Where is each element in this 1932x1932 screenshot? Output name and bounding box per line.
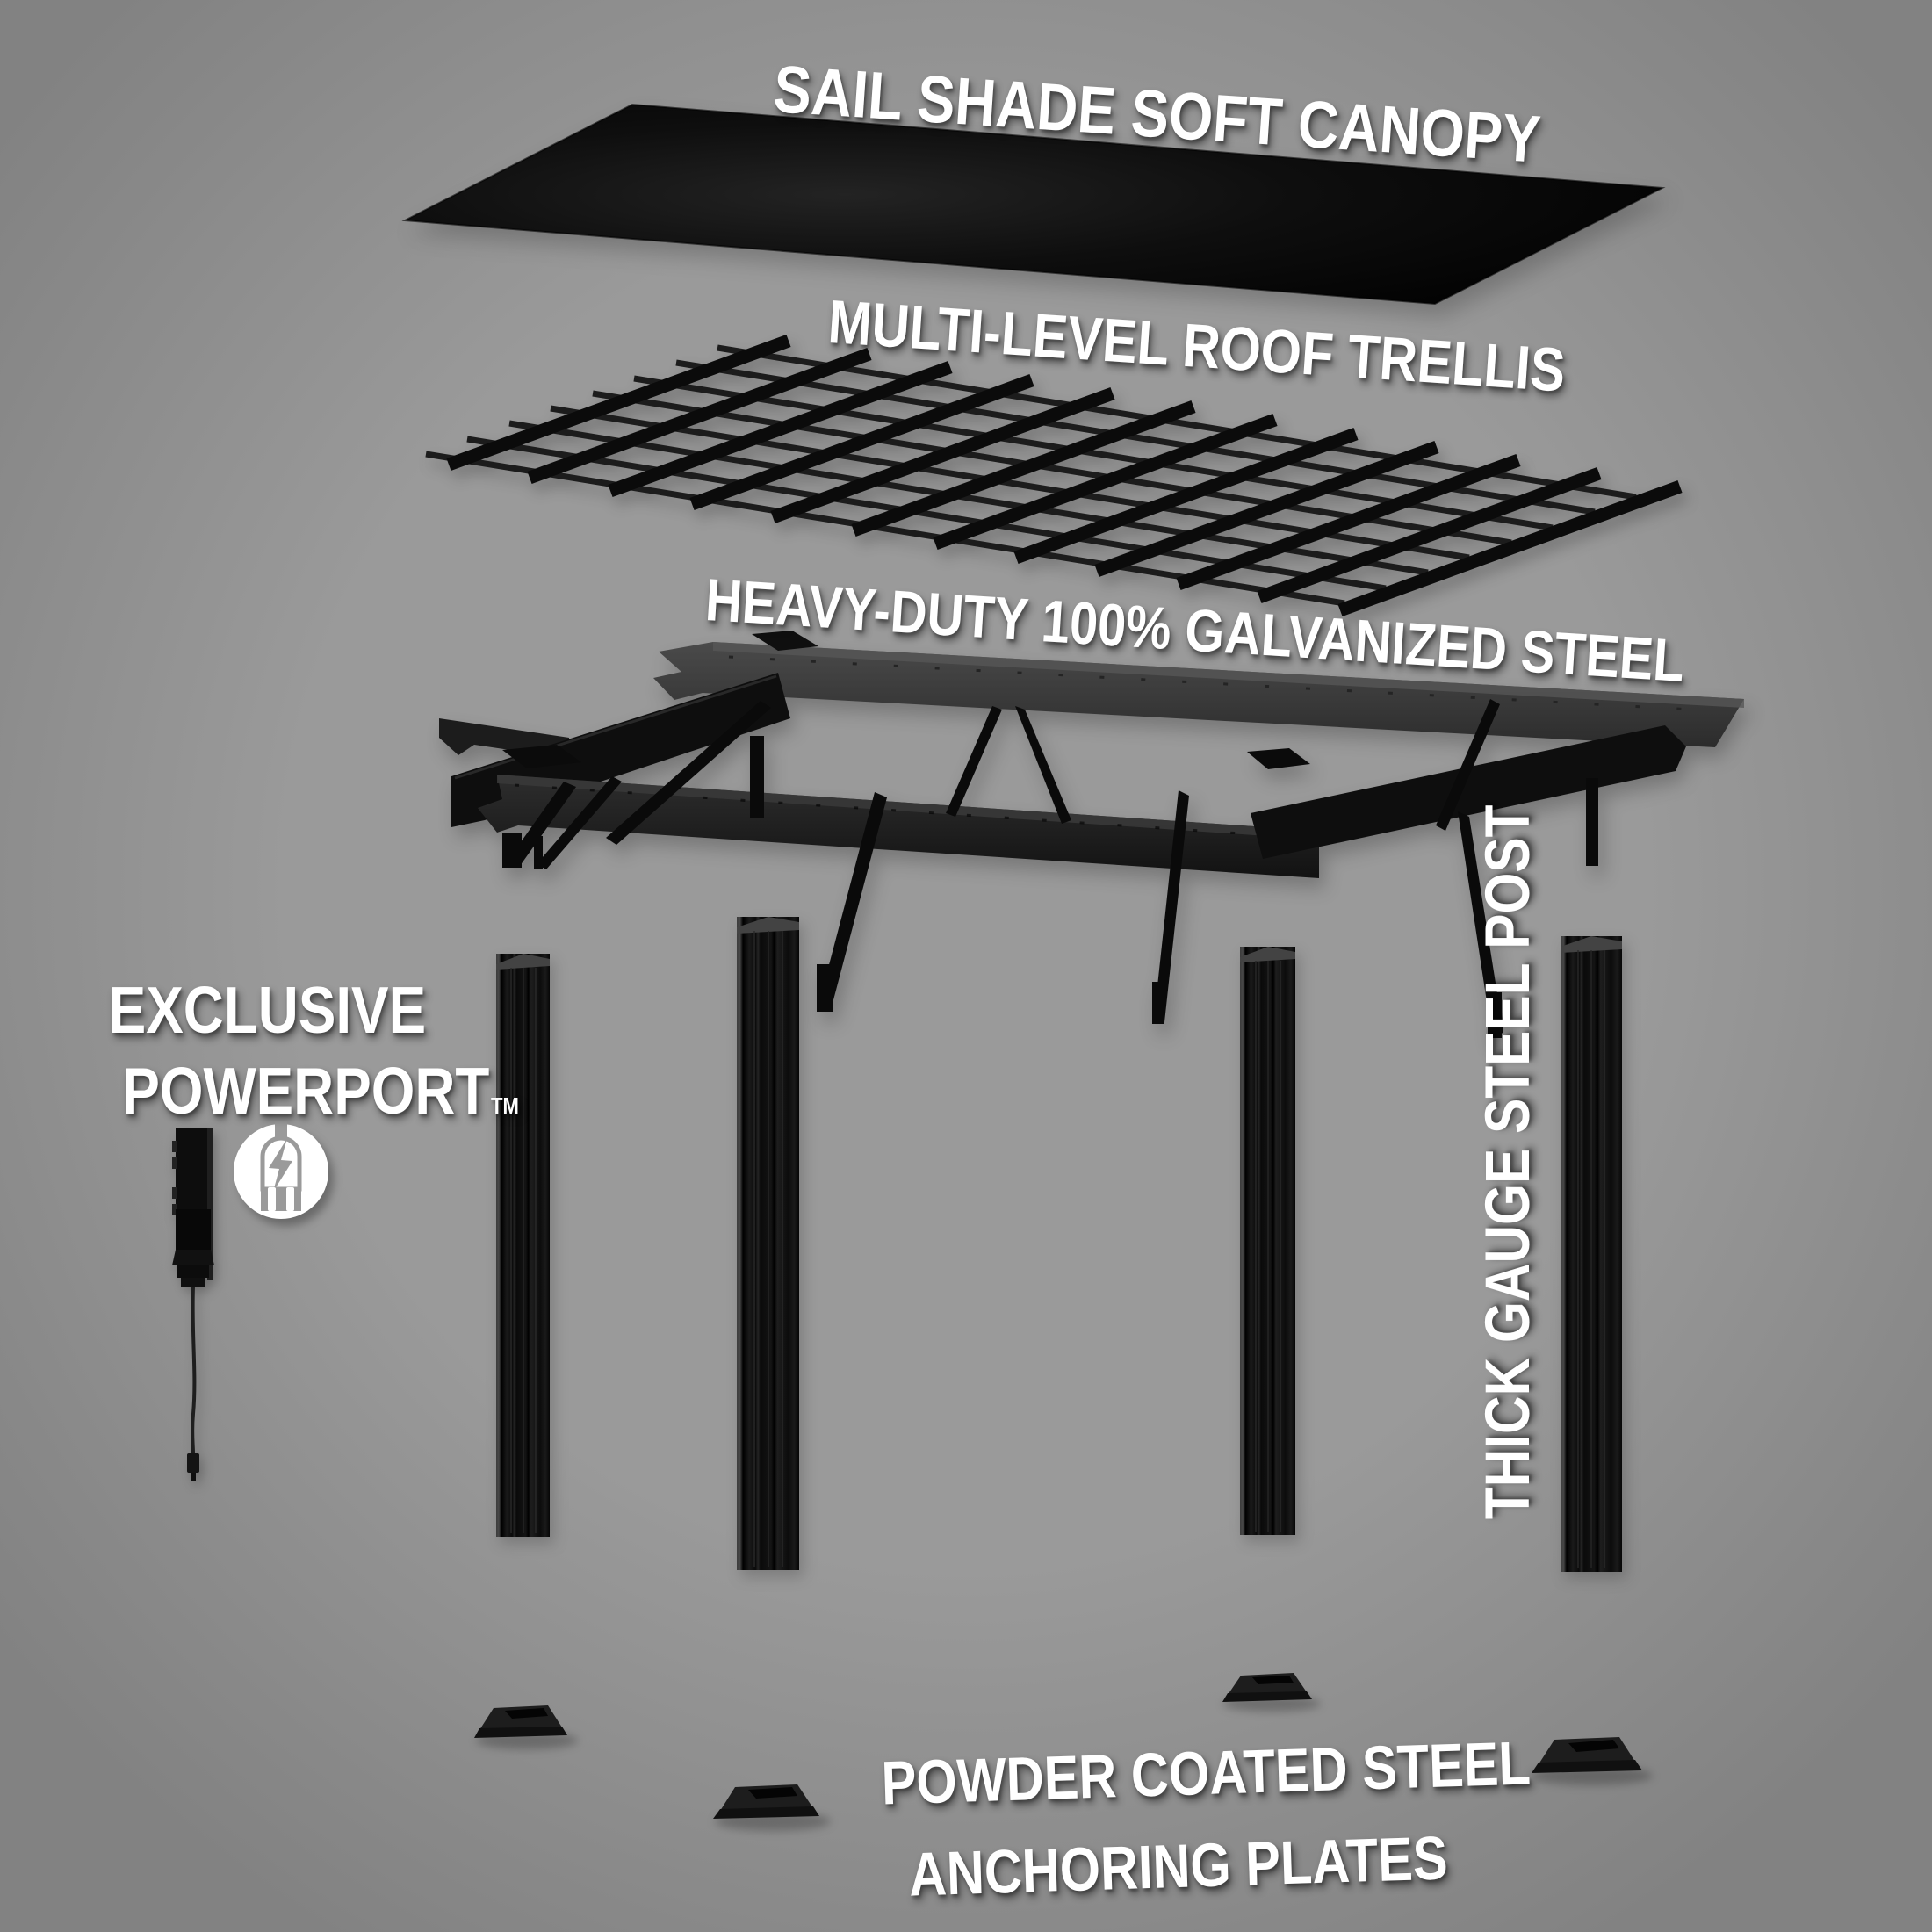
powerport-device: [172, 1128, 214, 1481]
back-beam: [653, 642, 1744, 747]
trellis-blades: [446, 334, 1683, 617]
front-beam: [478, 775, 1319, 878]
anchoring-plate-rear-right: [1222, 1673, 1312, 1702]
powerport-label-line2: POWERPORTTM: [122, 1054, 519, 1128]
knee-braces: [502, 699, 1598, 1038]
power-plug-lightning-icon: [234, 1121, 334, 1226]
steel-post-rear-right: [1240, 947, 1295, 1535]
steel-post-rear-left: [496, 954, 550, 1537]
steel-post-label-text: THICK GAUGE STEEL POST: [1474, 804, 1543, 1520]
anchoring-plate-front-right: [1532, 1737, 1642, 1773]
steel-post-label: THICK GAUGE STEEL POST: [1474, 805, 1543, 1582]
steel-post-front-left: [737, 917, 799, 1570]
right-rafter: [1251, 725, 1686, 859]
powerport-label-line1: EXCLUSIVE: [108, 973, 427, 1047]
power-cable: [191, 1286, 197, 1454]
anchoring-plates: [474, 1673, 1653, 1831]
anchoring-plate-front-left: [713, 1784, 819, 1819]
steel-post-front-right: [1561, 936, 1622, 1572]
trademark-symbol: TM: [491, 1092, 519, 1119]
steel-posts: [496, 917, 1622, 1572]
roof-trellis: [425, 334, 1683, 617]
anchoring-plate-rear-left: [474, 1705, 567, 1738]
back-beam-bracket: [752, 631, 818, 651]
power-plug: [187, 1453, 199, 1473]
anchoring-plates-label: POWDER COATED STEEL ANCHORING PLATES: [823, 1717, 1532, 1923]
front-beam-bracket-right: [1247, 748, 1310, 769]
galvanized-steel-frame: [439, 631, 1744, 1038]
sail-shade-canopy: [401, 103, 1666, 306]
front-beam-bracket-left: [502, 745, 581, 768]
powerport-label: EXCLUSIVE POWERPORTTM: [53, 970, 519, 1146]
